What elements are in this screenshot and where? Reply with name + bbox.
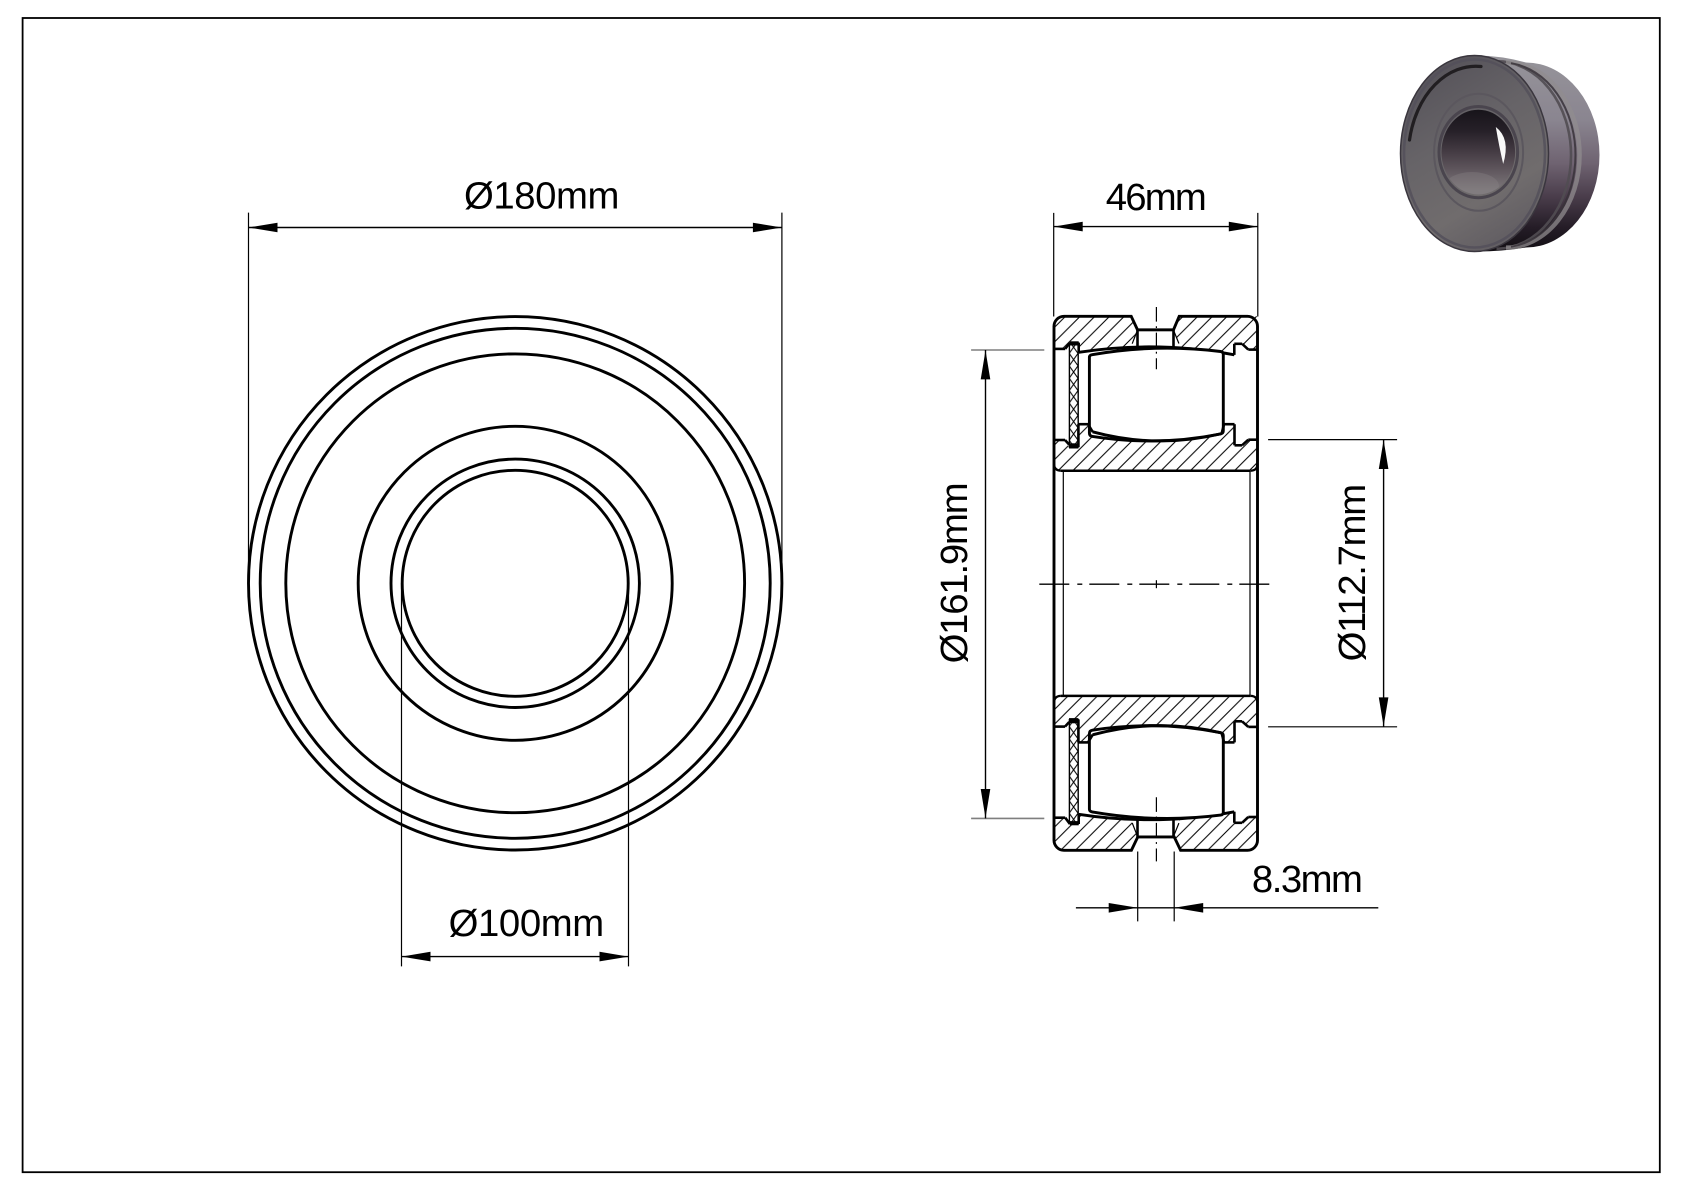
svg-text:46mm: 46mm bbox=[1106, 176, 1205, 219]
svg-text:Ø161.9mm: Ø161.9mm bbox=[933, 484, 976, 664]
svg-text:Ø100mm: Ø100mm bbox=[449, 902, 604, 945]
svg-text:Ø112.7mm: Ø112.7mm bbox=[1331, 485, 1374, 661]
svg-text:Ø180mm: Ø180mm bbox=[464, 174, 619, 217]
svg-text:8.3mm: 8.3mm bbox=[1252, 858, 1362, 901]
